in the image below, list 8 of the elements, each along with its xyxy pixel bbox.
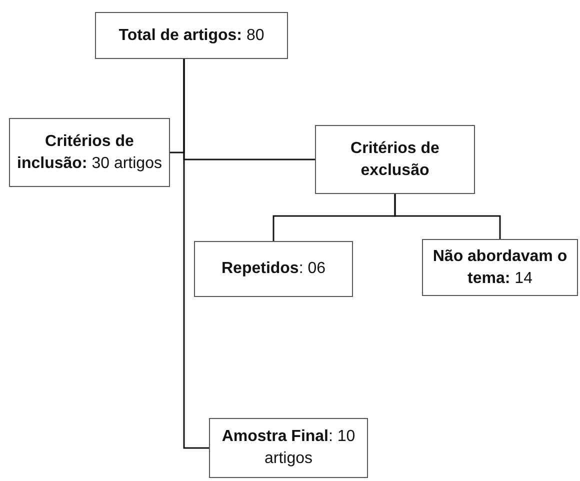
text-box: Critérios de exclusão: [315, 125, 475, 194]
text-box: Total de artigos: 80: [95, 12, 288, 59]
text-box: Não abordavam o tema: 14: [422, 239, 578, 296]
text-box: Critérios de inclusão: 30 artigos: [9, 118, 170, 187]
connector-line: [394, 194, 501, 239]
text-box: Repetidos: 06: [194, 241, 353, 297]
connector-line: [183, 59, 209, 449]
text-box: Amostra Final: 10 artigos: [209, 418, 368, 478]
